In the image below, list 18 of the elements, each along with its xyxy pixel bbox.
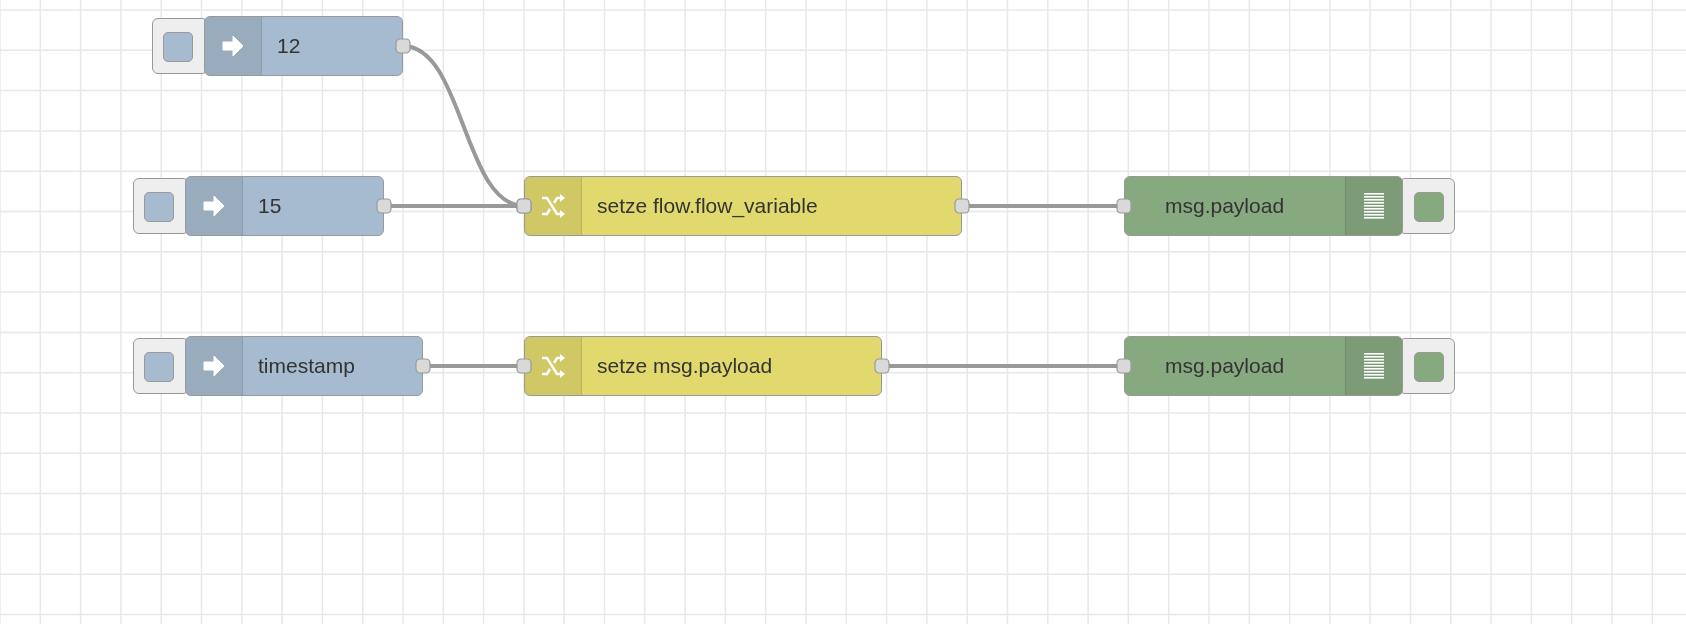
inject-node: [185, 336, 423, 396]
wire: [954, 198, 1132, 214]
node-label: msg.payload: [1165, 193, 1285, 219]
change-node: [524, 336, 882, 396]
node-label: 15: [258, 193, 282, 219]
inject-node: [185, 176, 384, 236]
node-label: 12: [277, 33, 301, 59]
wire: [415, 358, 532, 374]
wire: [376, 198, 532, 214]
debug-node: [1124, 336, 1403, 396]
node-label: msg.payload: [1165, 353, 1285, 379]
debug-node: [1124, 176, 1403, 236]
change-node: [524, 176, 962, 236]
wire: [874, 358, 1132, 374]
node-label: setze msg.payload: [597, 353, 773, 379]
node-label: setze flow.flow_variable: [597, 193, 818, 220]
inject-node: [204, 16, 403, 76]
node-label: timestamp: [258, 353, 355, 379]
